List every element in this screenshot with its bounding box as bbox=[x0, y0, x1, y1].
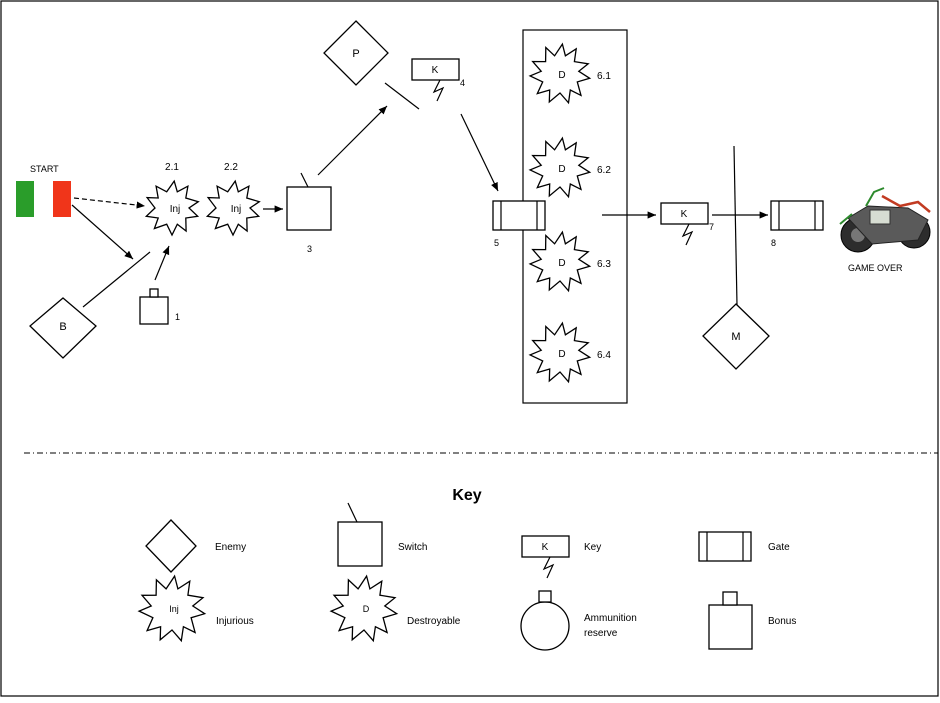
switch-3-box bbox=[286, 186, 332, 231]
key-injurious-symbol: Inj bbox=[169, 604, 179, 614]
key-bonus-icon bbox=[708, 604, 753, 650]
destroyable-6-3-label: D bbox=[558, 258, 565, 269]
destroyable-6-2-star bbox=[528, 136, 592, 199]
key-destroyable-icon bbox=[329, 574, 399, 643]
enemy-b-label: B bbox=[59, 321, 66, 333]
key-destroyable-label: Destroyable bbox=[407, 616, 461, 627]
key-4-box bbox=[411, 58, 460, 81]
key-destroyable-symbol: D bbox=[363, 604, 370, 614]
gate-8-box bbox=[770, 200, 824, 231]
enemy-b-diamond bbox=[29, 297, 97, 359]
key-ammunition-tab bbox=[538, 590, 552, 603]
destroyable-6-1-number: 6.1 bbox=[597, 71, 611, 82]
injurious-2-2-star bbox=[205, 179, 261, 237]
destroyable-6-3-number: 6.3 bbox=[597, 259, 611, 270]
destroyable-6-4-label: D bbox=[558, 349, 565, 360]
bonus-1-number: 1 bbox=[175, 312, 180, 322]
key-ammunition-label-2: reserve bbox=[584, 628, 618, 639]
key-key-bolt-icon bbox=[542, 556, 555, 579]
enemy-m-diamond bbox=[702, 303, 770, 370]
start-flag-green bbox=[16, 181, 34, 217]
key-switch-label: Switch bbox=[398, 542, 427, 553]
injurious-2-1-label: Inj bbox=[170, 204, 181, 215]
key-4-bolt-icon bbox=[432, 79, 445, 102]
enemy-m-label: M bbox=[731, 331, 740, 343]
injurious-2-2-number: 2.2 bbox=[224, 162, 238, 173]
vehicle-picture bbox=[839, 187, 931, 253]
game-over-label: GAME OVER bbox=[848, 263, 903, 273]
key-key-symbol: K bbox=[542, 542, 549, 553]
arrow-start-to-2-1 bbox=[73, 197, 146, 209]
start-label: START bbox=[30, 164, 59, 174]
arrow-key4-to-gate5 bbox=[460, 113, 499, 192]
key-key-label: Key bbox=[584, 542, 601, 553]
key-7-box bbox=[660, 202, 709, 225]
start-flag-red bbox=[53, 181, 71, 217]
key-4-label: K bbox=[432, 65, 439, 76]
key-title: Key bbox=[452, 487, 481, 504]
key-bonus-label: Bonus bbox=[768, 616, 796, 627]
destroyable-6-4-number: 6.4 bbox=[597, 350, 611, 361]
key-key-icon bbox=[521, 535, 570, 558]
arrow-start-down bbox=[71, 204, 134, 260]
destroyable-6-3-star bbox=[528, 230, 592, 293]
key-enemy-label: Enemy bbox=[215, 542, 246, 553]
enemy-p-diamond bbox=[323, 20, 389, 86]
key-ammunition-label-1: Ammunition bbox=[584, 613, 637, 624]
enemy-p-label: P bbox=[352, 48, 359, 60]
key-switch-lever bbox=[347, 502, 358, 523]
destroyable-6-4-star bbox=[528, 321, 592, 384]
destroyable-6-1-label: D bbox=[558, 70, 565, 81]
destroyable-6-2-number: 6.2 bbox=[597, 165, 611, 176]
key-ammunition-icon bbox=[520, 601, 570, 651]
line-p-to-key4 bbox=[384, 82, 420, 110]
key-7-number: 7 bbox=[709, 222, 714, 232]
key-injurious-label: Injurious bbox=[216, 616, 254, 627]
injurious-2-1-number: 2.1 bbox=[165, 162, 179, 173]
key-7-label: K bbox=[681, 209, 688, 220]
destroyable-6-2-label: D bbox=[558, 164, 565, 175]
gate-5-box bbox=[492, 200, 546, 231]
destroyable-6-1-star bbox=[528, 42, 592, 105]
switch-3-number: 3 bbox=[307, 244, 312, 254]
key-gate-label: Gate bbox=[768, 542, 790, 553]
injurious-2-1-star bbox=[144, 179, 200, 237]
key-switch-icon bbox=[337, 521, 383, 567]
key-gate-icon bbox=[698, 531, 752, 562]
key-bonus-tab bbox=[722, 591, 738, 606]
bonus-1-tab bbox=[149, 288, 159, 298]
bonus-1-box bbox=[139, 296, 169, 325]
line-m-vertical bbox=[733, 145, 738, 306]
arrow-3-to-p bbox=[317, 105, 388, 176]
line-b-connector bbox=[82, 251, 151, 308]
gate-8-number: 8 bbox=[771, 238, 776, 248]
key-enemy-icon bbox=[145, 519, 197, 573]
key-7-bolt-icon bbox=[681, 223, 694, 246]
injurious-2-2-label: Inj bbox=[231, 204, 242, 215]
gate-5-number: 5 bbox=[494, 238, 499, 248]
switch-3-lever bbox=[300, 172, 309, 188]
key-4-number: 4 bbox=[460, 78, 465, 88]
arrow-bonus-to-2-1 bbox=[154, 245, 170, 281]
key-injurious-icon bbox=[137, 574, 207, 643]
